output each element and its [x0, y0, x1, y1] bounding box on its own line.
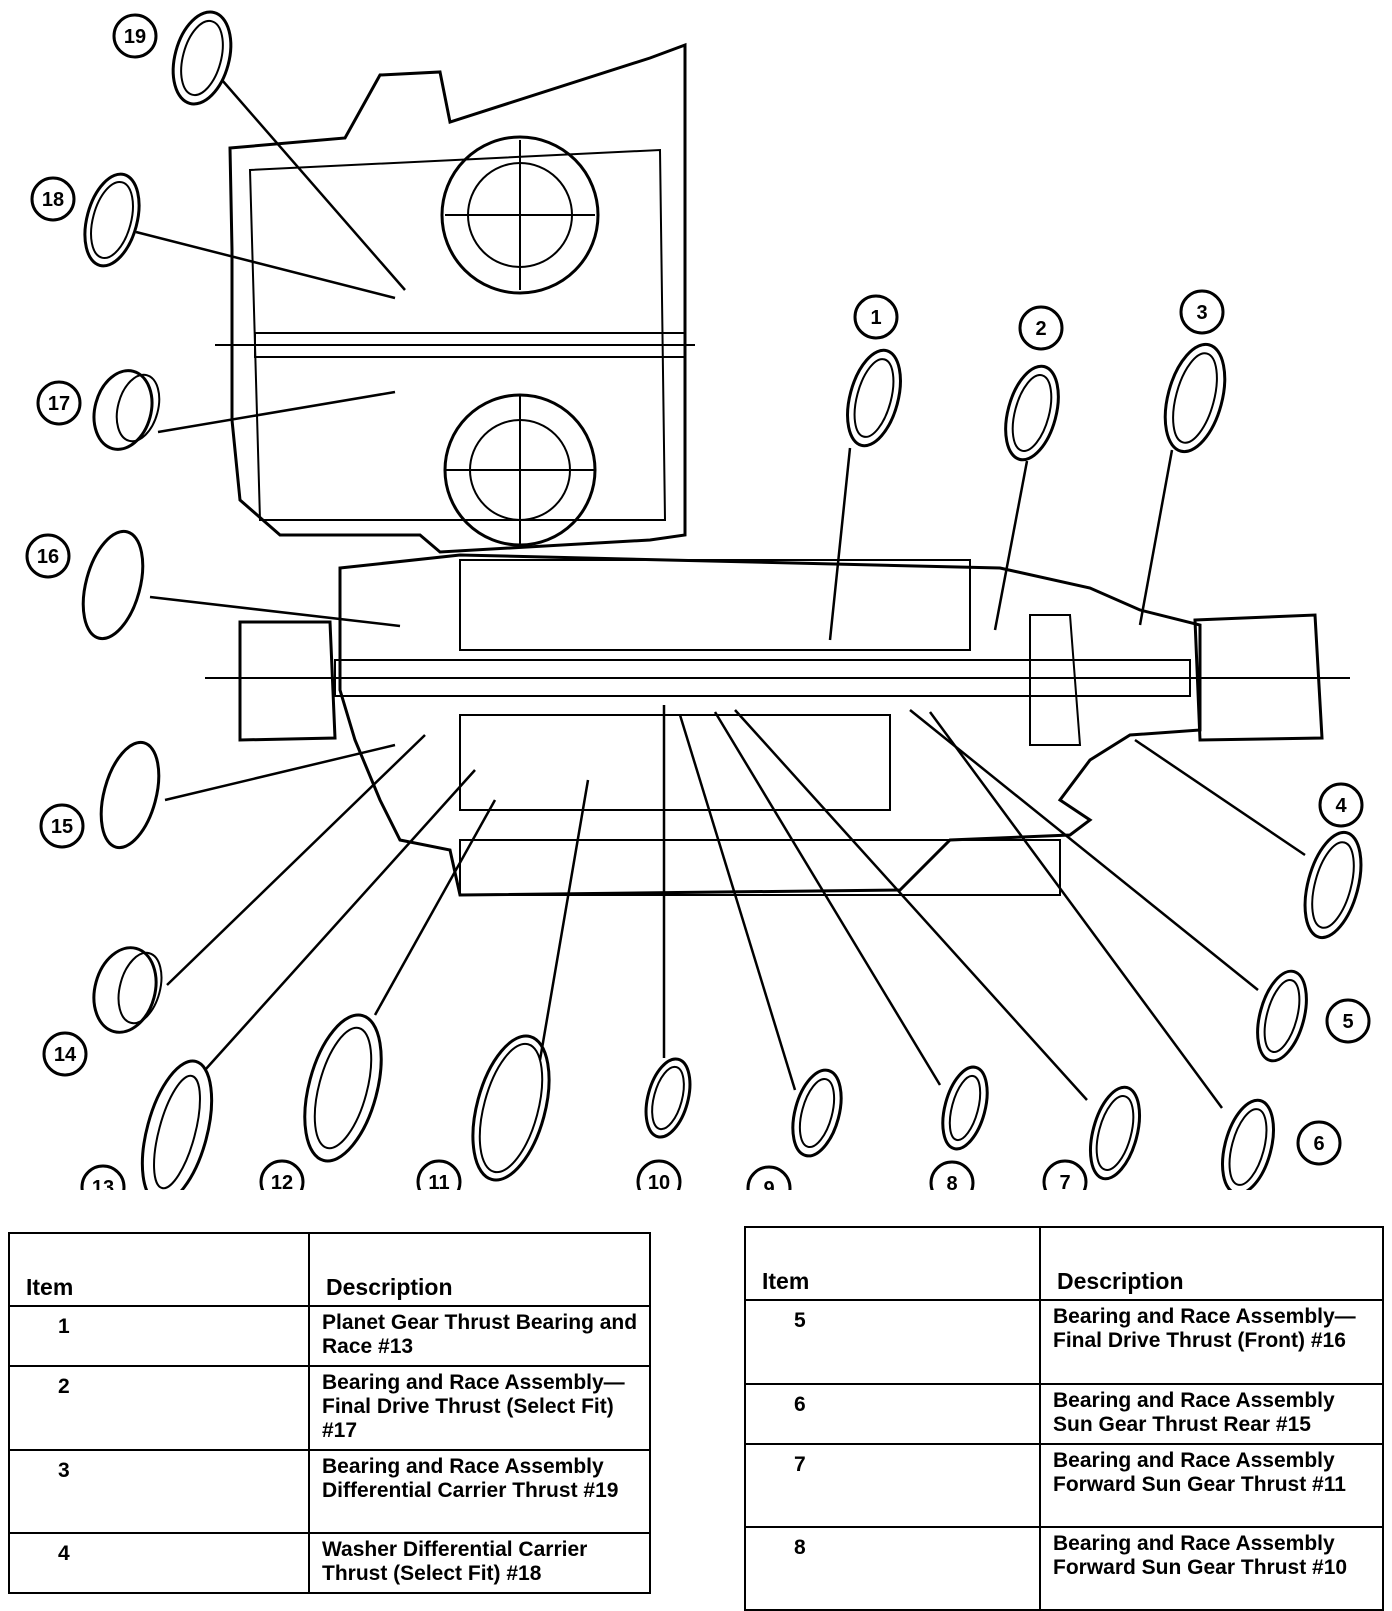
- callout-14: 14: [42, 1031, 88, 1077]
- item-number: 4: [8, 1532, 310, 1594]
- item-number: 5: [744, 1299, 1041, 1385]
- callout-8: 8: [929, 1160, 975, 1190]
- transaxle-housing: [205, 42, 1350, 897]
- table-row: 5 Bearing and Race Assembly—Final Drive …: [744, 1299, 1384, 1385]
- leader-lines: [135, 79, 1306, 1109]
- callout-18: 18: [30, 176, 76, 222]
- item-description: Planet Gear Thrust Bearing and Race #13: [308, 1305, 651, 1367]
- item-description: Bearing and Race Assembly—Final Drive Th…: [1039, 1299, 1384, 1385]
- description-column-header: Description: [1039, 1226, 1384, 1301]
- svg-text:2: 2: [1035, 318, 1046, 340]
- callout-12: 12: [259, 1159, 305, 1190]
- callout-13: 13: [80, 1164, 126, 1190]
- item-column-header: Item: [744, 1226, 1041, 1301]
- item-number: 7: [744, 1443, 1041, 1528]
- callout-15: 15: [39, 803, 85, 849]
- svg-text:8: 8: [946, 1173, 957, 1190]
- table-row: 3 Bearing and Race Assembly Differential…: [8, 1449, 651, 1534]
- item-number: 2: [8, 1365, 310, 1451]
- transaxle-exploded-diagram: 1 2 3 4 5 6 7 8 9 10 11 12 13 14 15 16 1…: [25, 10, 1371, 1190]
- svg-text:16: 16: [37, 546, 59, 568]
- parts-table-left: Item Description 1 Planet Gear Thrust Be…: [8, 1232, 651, 1594]
- svg-text:11: 11: [428, 1172, 449, 1190]
- item-column-header: Item: [8, 1232, 310, 1307]
- svg-text:12: 12: [271, 1172, 293, 1190]
- svg-text:5: 5: [1342, 1011, 1353, 1033]
- description-column-header: Description: [308, 1232, 651, 1307]
- callout-3: 3: [1179, 289, 1225, 335]
- loose-parts: [81, 10, 1363, 1190]
- svg-text:6: 6: [1313, 1133, 1324, 1155]
- item-description: Bearing and Race Assembly Forward Sun Ge…: [1039, 1443, 1384, 1528]
- callout-17: 17: [36, 380, 82, 426]
- callout-2: 2: [1018, 305, 1064, 351]
- item-number: 1: [8, 1305, 310, 1367]
- callout-5: 5: [1325, 998, 1371, 1044]
- callout-16: 16: [25, 533, 71, 579]
- callout-7: 7: [1042, 1159, 1088, 1190]
- svg-text:14: 14: [54, 1044, 77, 1066]
- table-row: 6 Bearing and Race Assembly Sun Gear Thr…: [744, 1383, 1384, 1445]
- item-description: Bearing and Race Assembly Forward Sun Ge…: [1039, 1526, 1384, 1611]
- callout-9: 9: [746, 1165, 792, 1190]
- table-header-row: Item Description: [8, 1232, 651, 1307]
- item-description: Bearing and Race Assembly—Final Drive Th…: [308, 1365, 651, 1451]
- callout-19: 19: [112, 13, 158, 59]
- svg-text:18: 18: [42, 189, 64, 211]
- table-row: 2 Bearing and Race Assembly—Final Drive …: [8, 1365, 651, 1451]
- svg-text:7: 7: [1059, 1172, 1070, 1190]
- svg-text:15: 15: [51, 816, 73, 838]
- item-description: Washer Differential Carrier Thrust (Sele…: [308, 1532, 651, 1594]
- svg-text:9: 9: [763, 1178, 774, 1190]
- svg-text:4: 4: [1335, 795, 1347, 817]
- svg-text:3: 3: [1196, 302, 1207, 324]
- callout-10: 10: [636, 1159, 682, 1190]
- callout-6: 6: [1296, 1120, 1342, 1166]
- svg-text:13: 13: [92, 1177, 114, 1190]
- callout-markers: 1 2 3 4 5 6 7 8 9 10 11 12 13 14 15 16 1…: [25, 13, 1371, 1190]
- item-description: Bearing and Race Assembly Differential C…: [308, 1449, 651, 1534]
- callout-4: 4: [1318, 782, 1364, 828]
- parts-table-right: Item Description 5 Bearing and Race Asse…: [744, 1226, 1384, 1611]
- callout-1: 1: [853, 294, 899, 340]
- item-description: Bearing and Race Assembly Sun Gear Thrus…: [1039, 1383, 1384, 1445]
- svg-text:10: 10: [648, 1172, 670, 1190]
- item-number: 8: [744, 1526, 1041, 1611]
- svg-text:1: 1: [870, 307, 881, 329]
- item-number: 3: [8, 1449, 310, 1534]
- svg-text:17: 17: [48, 393, 70, 415]
- callout-11: 11: [416, 1159, 462, 1190]
- item-number: 6: [744, 1383, 1041, 1445]
- table-row: 7 Bearing and Race Assembly Forward Sun …: [744, 1443, 1384, 1528]
- svg-text:19: 19: [124, 26, 146, 48]
- table-row: 4 Washer Differential Carrier Thrust (Se…: [8, 1532, 651, 1594]
- table-row: 8 Bearing and Race Assembly Forward Sun …: [744, 1526, 1384, 1611]
- table-row: 1 Planet Gear Thrust Bearing and Race #1…: [8, 1305, 651, 1367]
- table-header-row: Item Description: [744, 1226, 1384, 1301]
